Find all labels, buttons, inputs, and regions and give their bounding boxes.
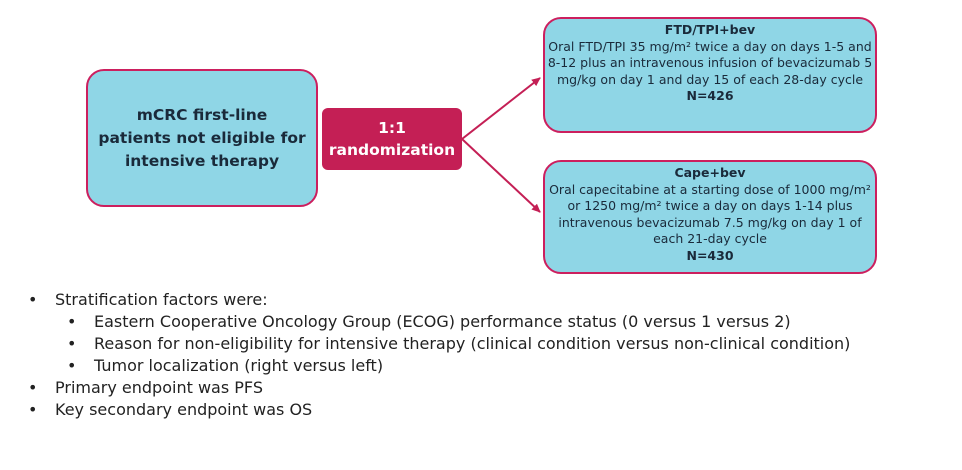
randomization-ratio: 1:1 [378, 119, 406, 137]
arm-sample-size: N=426 [686, 88, 734, 103]
arrow-to-arm-1 [461, 77, 541, 140]
secondary-endpoint: Key secondary endpoint was OS [28, 399, 850, 421]
stratification-heading: Stratification factors were: [55, 290, 268, 309]
randomization-label: randomization [328, 141, 456, 159]
list-item: Reason for non-eligibility for intensive… [67, 333, 850, 355]
randomization-box: 1:1 randomization [322, 108, 462, 170]
arm-description: Oral FTD/TPI 35 mg/m² twice a day on day… [547, 38, 873, 87]
treatment-arm-cape-bev: Cape+bev Oral capecitabine at a starting… [543, 160, 877, 274]
list-item: Eastern Cooperative Oncology Group (ECOG… [67, 311, 850, 333]
primary-endpoint: Primary endpoint was PFS [28, 377, 850, 399]
list-item: Tumor localization (right versus left) [67, 355, 850, 377]
patient-population-box: mCRC first-line patients not eligible fo… [86, 69, 318, 207]
arm-sample-size: N=430 [686, 247, 734, 263]
list-item: Stratification factors were: Eastern Coo… [28, 289, 850, 377]
arm-description: Oral capecitabine at a starting dose of … [549, 181, 871, 247]
treatment-arm-ftd-tpi-bev: FTD/TPI+bev Oral FTD/TPI 35 mg/m² twice … [543, 17, 877, 133]
patient-population-label: mCRC first-line patients not eligible fo… [98, 105, 306, 170]
arm-title: FTD/TPI+bev [664, 22, 756, 37]
study-details-list: Stratification factors were: Eastern Coo… [28, 289, 850, 421]
stratification-factors-list: Eastern Cooperative Oncology Group (ECOG… [55, 311, 850, 377]
arrow-to-arm-2 [461, 138, 541, 213]
arm-title: Cape+bev [674, 165, 746, 180]
